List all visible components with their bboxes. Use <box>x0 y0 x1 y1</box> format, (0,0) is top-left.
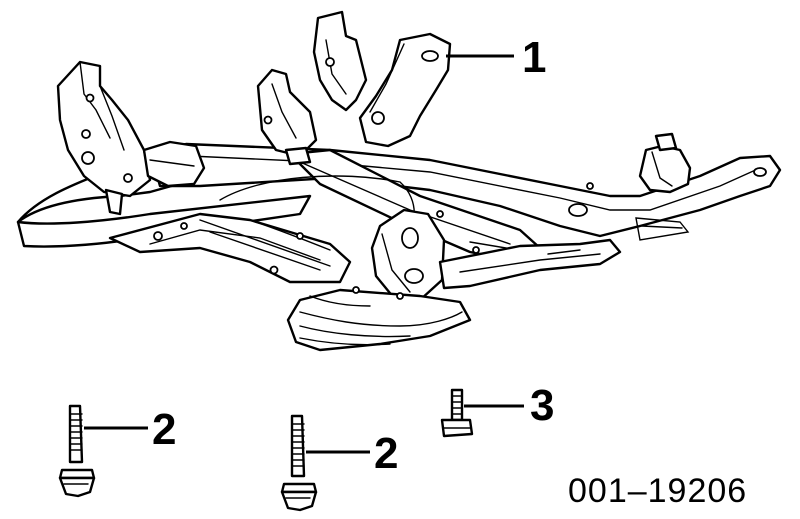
callout-2-middle: 2 <box>374 429 398 478</box>
callout-1: 1 <box>522 33 546 82</box>
bolt-small-drawing <box>440 388 474 438</box>
callout-2-left: 2 <box>152 405 176 454</box>
callout-3: 3 <box>530 381 554 430</box>
bolt-left-drawing <box>58 404 96 498</box>
part-number: 001–19206 <box>568 472 747 510</box>
crossmember-drawing <box>16 10 782 352</box>
bolt-middle-drawing <box>280 414 318 512</box>
